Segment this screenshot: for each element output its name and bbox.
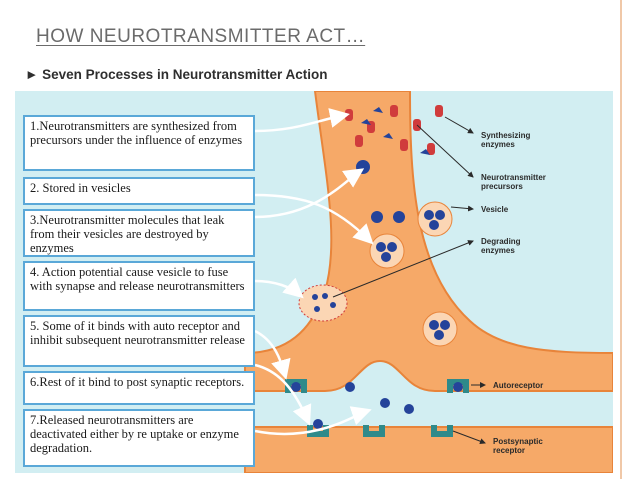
neurotransmitter-figure: ► Seven Processes in Neurotransmitter Ac… bbox=[15, 63, 613, 473]
slide-title: HOW NEUROTRANSMITTER ACT… bbox=[36, 26, 366, 47]
label-degrading-enzymes: Degrading enzymes bbox=[481, 237, 521, 255]
vesicle-cluster bbox=[356, 160, 458, 347]
released-molecules bbox=[291, 382, 463, 429]
synapse-diagram bbox=[244, 91, 613, 473]
label-neurotransmitter-precursors: Neurotransmitter precursors bbox=[481, 173, 546, 191]
step-box-5: 5. Some of it binds with auto receptor a… bbox=[23, 315, 255, 367]
step-box-6: 6.Rest of it bind to post synaptic recep… bbox=[23, 371, 255, 405]
step-box-1: 1.Neurotransmitters are synthesized from… bbox=[23, 115, 255, 171]
diagram-panel: Synthesizing enzymes Neurotransmitter pr… bbox=[15, 91, 613, 473]
decorative-edge-line bbox=[620, 0, 622, 479]
step-box-2: 2. Stored in vesicles bbox=[23, 177, 255, 205]
figure-heading: ► Seven Processes in Neurotransmitter Ac… bbox=[25, 67, 328, 82]
label-autoreceptor: Autoreceptor bbox=[493, 381, 544, 390]
fusing-vesicle bbox=[298, 284, 348, 322]
label-postsynaptic-receptor: Postsynaptic receptor bbox=[493, 437, 543, 455]
label-synthesizing-enzymes: Synthesizing enzymes bbox=[481, 131, 531, 149]
step-box-3: 3.Neurotransmitter molecules that leak f… bbox=[23, 209, 255, 257]
label-vesicle: Vesicle bbox=[481, 205, 509, 214]
step-box-4: 4. Action potential cause vesicle to fus… bbox=[23, 261, 255, 311]
precursor-molecules bbox=[361, 107, 430, 155]
step-box-7: 7.Released neurotransmitters are deactiv… bbox=[23, 409, 255, 467]
